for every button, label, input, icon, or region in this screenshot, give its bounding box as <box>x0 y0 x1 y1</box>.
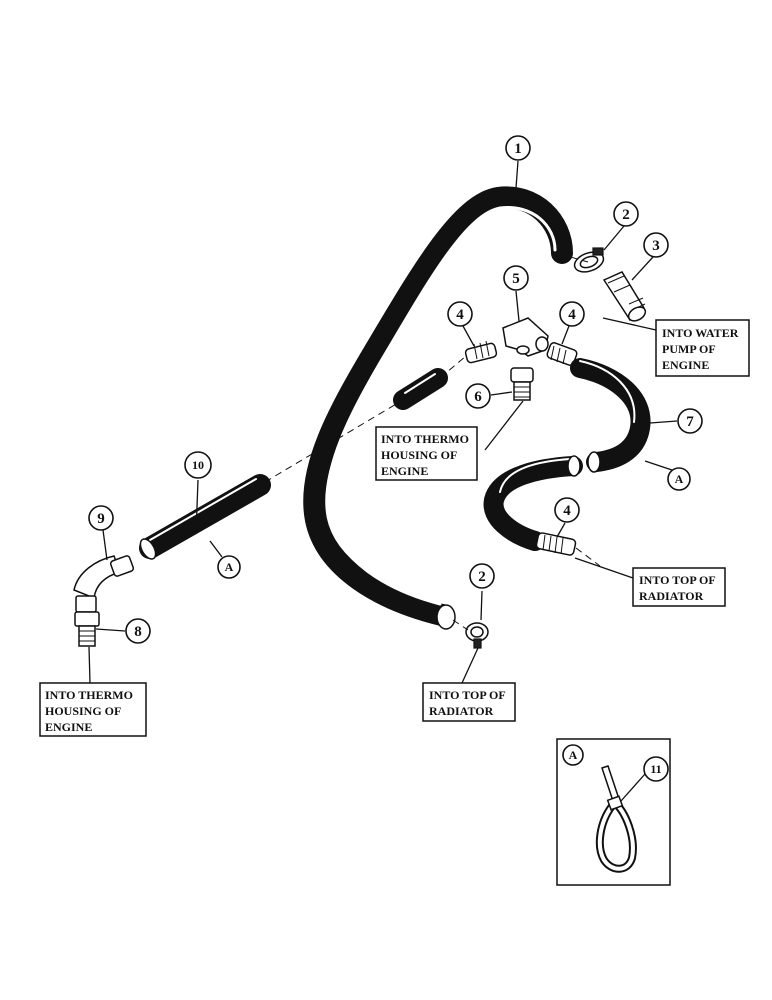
callout-2-top: 2 <box>613 201 639 227</box>
leader-lines <box>88 160 678 684</box>
svg-text:1: 1 <box>514 141 522 157</box>
svg-text:2: 2 <box>478 569 486 585</box>
fitting-3 <box>602 271 647 322</box>
label-water-pump: INTO WATER PUMP OF ENGINE <box>655 319 750 377</box>
svg-text:INTO WATER: INTO WATER <box>662 326 739 340</box>
elbow-9 <box>73 555 135 613</box>
svg-text:HOUSING OF: HOUSING OF <box>381 448 457 462</box>
svg-text:INTO TOP OF: INTO TOP OF <box>429 688 506 702</box>
nipple-4-lower <box>535 532 577 556</box>
svg-text:ENGINE: ENGINE <box>45 720 92 734</box>
callout-9: 9 <box>88 505 114 531</box>
svg-text:4: 4 <box>456 307 464 323</box>
callout-a-left: A <box>217 555 241 579</box>
svg-text:A: A <box>225 560 234 574</box>
svg-text:11: 11 <box>650 762 661 776</box>
hose-10 <box>139 474 271 560</box>
label-top-radiator-right: INTO TOP OF RADIATOR <box>632 567 726 607</box>
cable-tie-11 <box>595 765 637 873</box>
svg-text:PUMP OF: PUMP OF <box>662 342 716 356</box>
svg-text:4: 4 <box>563 503 571 519</box>
label-thermo-mid: INTO THERMO HOUSING OF ENGINE <box>375 426 478 481</box>
callout-4-right: 4 <box>559 301 585 327</box>
svg-text:7: 7 <box>686 414 694 430</box>
callout-6: 6 <box>465 383 491 409</box>
svg-text:8: 8 <box>134 624 142 640</box>
svg-text:RADIATOR: RADIATOR <box>429 704 494 718</box>
hose-7 <box>570 358 651 473</box>
svg-text:RADIATOR: RADIATOR <box>639 589 704 603</box>
hose-1 <box>303 186 573 630</box>
svg-text:4: 4 <box>568 307 576 323</box>
callout-a-right: A <box>667 467 691 491</box>
hose-short-piece <box>393 368 448 410</box>
clamp-2-top <box>573 247 605 273</box>
detail-a-inset: A 11 <box>556 738 671 886</box>
callout-4-lower: 4 <box>554 497 580 523</box>
svg-text:A: A <box>675 472 684 486</box>
svg-text:HOUSING OF: HOUSING OF <box>45 704 121 718</box>
svg-text:INTO THERMO: INTO THERMO <box>381 432 469 446</box>
hose-7-lower <box>483 455 583 551</box>
callout-10: 10 <box>184 451 212 479</box>
alignment-lines <box>264 253 601 631</box>
svg-text:10: 10 <box>192 458 204 472</box>
svg-text:ENGINE: ENGINE <box>662 358 709 372</box>
svg-text:6: 6 <box>474 389 482 405</box>
svg-text:2: 2 <box>622 207 630 223</box>
svg-text:5: 5 <box>512 271 520 287</box>
label-top-radiator-bottom: INTO TOP OF RADIATOR <box>422 682 516 722</box>
callout-2-bottom: 2 <box>469 563 495 589</box>
callout-1: 1 <box>505 135 531 161</box>
tee-fitting-5 <box>502 317 549 357</box>
svg-text:3: 3 <box>652 238 660 254</box>
nipple-4-left <box>464 340 498 364</box>
svg-text:INTO TOP OF: INTO TOP OF <box>639 573 716 587</box>
callout-4-left: 4 <box>447 301 473 327</box>
nipple-4-right <box>546 342 578 366</box>
svg-text:INTO THERMO: INTO THERMO <box>45 688 133 702</box>
callout-8: 8 <box>125 618 151 644</box>
callout-3: 3 <box>643 232 669 258</box>
callout-7: 7 <box>677 408 703 434</box>
svg-text:9: 9 <box>97 511 105 527</box>
svg-text:ENGINE: ENGINE <box>381 464 428 478</box>
label-thermo-left: INTO THERMO HOUSING OF ENGINE <box>39 682 147 737</box>
callout-5: 5 <box>503 265 529 291</box>
clamp-2-bottom <box>465 622 489 649</box>
svg-text:A: A <box>569 748 578 762</box>
fitting-8 <box>74 611 100 647</box>
fitting-6 <box>510 367 534 401</box>
